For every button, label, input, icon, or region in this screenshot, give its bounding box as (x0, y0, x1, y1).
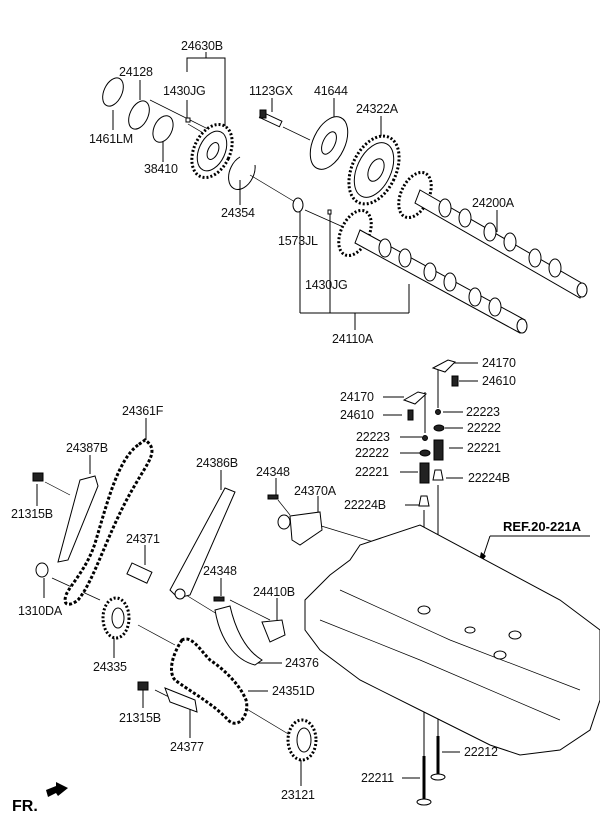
label-1430JG-top[interactable]: 1430JG (163, 84, 206, 98)
label-24361F[interactable]: 24361F (122, 404, 164, 418)
camshaft-assembly (102, 77, 588, 334)
cylinder-head (304, 524, 600, 756)
label-21315B-b[interactable]: 21315B (119, 711, 161, 725)
label-22211[interactable]: 22211 (361, 771, 394, 785)
label-22221-b[interactable]: 22221 (355, 465, 389, 479)
valve-train (402, 359, 459, 507)
label-22222-a[interactable]: 22222 (467, 421, 501, 435)
label-21315B-a[interactable]: 21315B (11, 507, 53, 521)
label-22212[interactable]: 22212 (464, 745, 498, 759)
reference-label[interactable]: REF.20-221A (503, 519, 582, 534)
label-1123GX[interactable]: 1123GX (249, 84, 293, 98)
label-24200A[interactable]: 24200A (472, 196, 514, 210)
label-24170-a[interactable]: 24170 (482, 356, 516, 370)
label-22224B-a[interactable]: 22224B (468, 471, 510, 485)
label-24377[interactable]: 24377 (170, 740, 204, 754)
label-22223-b[interactable]: 22223 (356, 430, 390, 444)
camshaft-24200A (397, 170, 588, 299)
label-24348-a[interactable]: 24348 (256, 465, 290, 479)
label-24610-b[interactable]: 24610 (340, 408, 374, 422)
label-22222-b[interactable]: 22222 (355, 446, 389, 460)
label-1461LM[interactable]: 1461LM (89, 132, 133, 146)
label-24387B[interactable]: 24387B (66, 441, 108, 455)
label-23121[interactable]: 23121 (281, 788, 315, 802)
label-24630B[interactable]: 24630B (181, 39, 223, 53)
label-24610-a[interactable]: 24610 (482, 374, 516, 388)
label-22224B-b[interactable]: 22224B (344, 498, 386, 512)
label-22223-a[interactable]: 22223 (466, 405, 500, 419)
timing-chain-assembly (32, 438, 323, 762)
label-38410[interactable]: 38410 (144, 162, 178, 176)
label-24351D[interactable]: 24351D (272, 684, 315, 698)
label-24110A[interactable]: 24110A (332, 332, 373, 346)
label-22221-a[interactable]: 22221 (467, 441, 501, 455)
label-1430JG-low[interactable]: 1430JG (305, 278, 348, 292)
label-24128[interactable]: 24128 (119, 65, 153, 79)
label-24370A[interactable]: 24370A (294, 484, 336, 498)
label-24354[interactable]: 24354 (221, 206, 255, 220)
label-24371[interactable]: 24371 (126, 532, 160, 546)
valves (416, 736, 446, 806)
label-1310DA[interactable]: 1310DA (18, 604, 62, 618)
label-1573JL[interactable]: 1573JL (278, 234, 318, 248)
label-24348-b[interactable]: 24348 (203, 564, 237, 578)
label-24322A[interactable]: 24322A (356, 102, 398, 116)
front-direction-arrow-icon (46, 782, 68, 797)
camshaft-24110A (337, 208, 528, 334)
label-41644[interactable]: 41644 (314, 84, 348, 98)
label-24376[interactable]: 24376 (285, 656, 319, 670)
label-24335[interactable]: 24335 (93, 660, 127, 674)
label-24170-b[interactable]: 24170 (340, 390, 374, 404)
front-direction-label: FR. (12, 798, 38, 815)
label-24410B[interactable]: 24410B (253, 585, 295, 599)
label-24386B[interactable]: 24386B (196, 456, 238, 470)
